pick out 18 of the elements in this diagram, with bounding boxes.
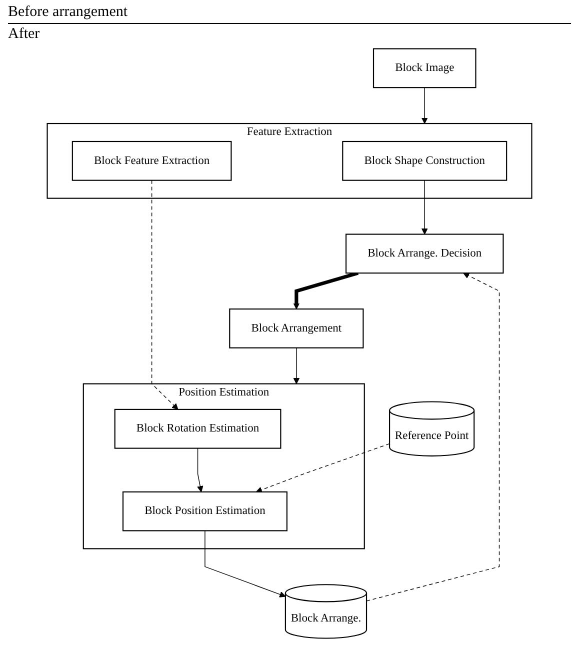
arrow [421,180,428,235]
node-box: Block Shape Construction [342,140,508,181]
section-label: After [8,26,41,43]
arrow [293,347,300,384]
arrow [293,271,359,310]
node-box: Block Rotation Estimation [114,408,282,449]
node-box: Block Position Estimation [122,491,288,532]
arrow [204,530,286,598]
section-label: Before arrangement [8,4,129,21]
node-box: Block Feature Extraction [72,140,232,181]
arrow [256,443,390,493]
arrow [366,272,500,602]
node-box: Block Arrangement [229,308,364,348]
arrow [151,180,178,410]
node-box: Block Arrange. Decision [346,234,504,274]
node-box: Block Image [372,48,476,88]
arrow [421,87,428,124]
arrow [197,448,204,492]
